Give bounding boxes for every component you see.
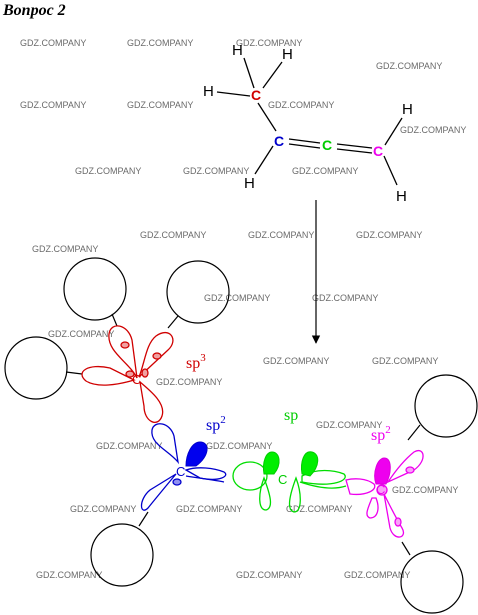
- c3-sp-orbitals: [232, 461, 347, 513]
- c3-p-orbital-lobe-2: [301, 451, 319, 477]
- watermark: GDZ.COMPANY: [48, 329, 114, 339]
- watermark: GDZ.COMPANY: [316, 420, 382, 430]
- watermark: GDZ.COMPANY: [268, 100, 334, 110]
- watermark: GDZ.COMPANY: [286, 504, 352, 514]
- c4-atom: C: [373, 143, 383, 159]
- watermark: GDZ.COMPANY: [206, 441, 272, 451]
- watermark: GDZ.COMPANY: [140, 230, 206, 240]
- c4-p-orbital-lobe: [374, 457, 391, 485]
- h-atom: H: [396, 188, 407, 205]
- watermark: GDZ.COMPANY: [96, 441, 162, 451]
- c3-hybridization: sp: [284, 407, 298, 424]
- watermark: GDZ.COMPANY: [70, 504, 136, 514]
- watermark: GDZ.COMPANY: [236, 38, 302, 48]
- watermark: GDZ.COMPANY: [263, 356, 329, 366]
- c4-orbital-label: C: [376, 482, 385, 497]
- question-title: Вопрос 2: [2, 2, 66, 19]
- watermark: GDZ.COMPANY: [20, 100, 86, 110]
- structure-bonds: [216, 57, 403, 186]
- watermark: GDZ.COMPANY: [20, 38, 86, 48]
- watermark: GDZ.COMPANY: [344, 570, 410, 580]
- h-atom: H: [203, 83, 214, 100]
- c2-p-orbital-lobe: [185, 441, 208, 467]
- hydrogen-orbitals: [4, 257, 478, 614]
- h-atom: H: [282, 46, 293, 63]
- c1-atom: C: [251, 87, 261, 103]
- c1-hybridization: sp3: [186, 352, 206, 372]
- watermark: GDZ.COMPANY: [248, 230, 314, 240]
- sigma-connectors: [65, 313, 421, 556]
- watermark: GDZ.COMPANY: [127, 100, 193, 110]
- h-atom: H: [402, 101, 413, 118]
- watermark: GDZ.COMPANY: [156, 377, 222, 387]
- c2-orbital-label: C: [176, 464, 185, 479]
- c4-sp2-orbitals: [345, 449, 424, 538]
- watermark: GDZ.COMPANY: [372, 356, 438, 366]
- watermark: GDZ.COMPANY: [127, 38, 193, 48]
- c1-sp3-orbitals: [81, 325, 174, 423]
- watermark: GDZ.COMPANY: [183, 166, 249, 176]
- watermarks: GDZ.COMPANY GDZ.COMPANY GDZ.COMPANY GDZ.…: [20, 38, 466, 580]
- watermark: GDZ.COMPANY: [312, 293, 378, 303]
- watermark: GDZ.COMPANY: [236, 570, 302, 580]
- watermark: GDZ.COMPANY: [176, 504, 242, 514]
- c4-hybridization: sp2: [371, 424, 391, 444]
- watermark: GDZ.COMPANY: [32, 244, 98, 254]
- watermark: GDZ.COMPANY: [356, 230, 422, 240]
- c2-sp2-orbitals: [140, 423, 227, 511]
- c3-p-orbital-lobe-1: [263, 451, 280, 475]
- watermark: GDZ.COMPANY: [75, 166, 141, 176]
- watermark: GDZ.COMPANY: [204, 293, 270, 303]
- c2-hybridization: sp2: [206, 414, 226, 434]
- h-atom: H: [232, 42, 243, 59]
- c1-orbital-label: C: [132, 372, 141, 387]
- watermark: GDZ.COMPANY: [376, 61, 442, 71]
- h-atom: H: [244, 175, 255, 192]
- watermark: GDZ.COMPANY: [392, 485, 458, 495]
- watermark: GDZ.COMPANY: [36, 570, 102, 580]
- structural-formula: H H H H H H C C C C: [203, 42, 413, 205]
- c3-atom: C: [322, 137, 332, 153]
- c3-orbital-label: C: [278, 472, 287, 487]
- c2-atom: C: [274, 133, 284, 149]
- orbital-model: C sp3 C sp2 C sp: [4, 257, 478, 614]
- watermark: GDZ.COMPANY: [292, 166, 358, 176]
- watermark: GDZ.COMPANY: [400, 125, 466, 135]
